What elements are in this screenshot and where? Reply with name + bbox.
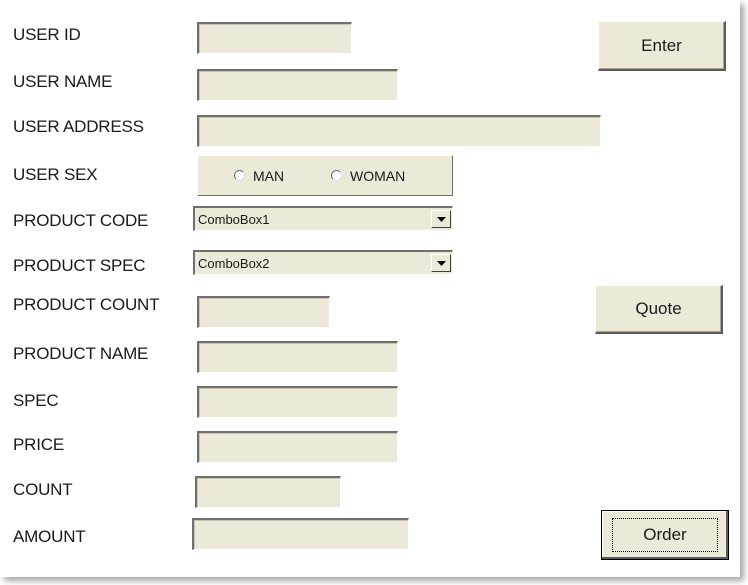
spec-field[interactable] xyxy=(197,386,398,418)
user-address-field[interactable] xyxy=(197,115,601,147)
chevron-down-icon xyxy=(436,216,446,222)
product-spec-combobox[interactable]: ComboBox2 xyxy=(193,250,453,275)
radio-man-circle-icon[interactable] xyxy=(234,170,245,181)
chevron-down-icon xyxy=(436,260,446,266)
product-code-dropdown-button[interactable] xyxy=(431,210,451,228)
product-name-field[interactable] xyxy=(197,341,398,373)
user-name-field[interactable] xyxy=(197,69,398,101)
product-count-field[interactable] xyxy=(197,296,330,328)
product-count-label: PRODUCT COUNT xyxy=(13,295,160,314)
amount-field[interactable] xyxy=(192,518,409,550)
order-form: USER ID USER NAME USER ADDRESS USER SEX … xyxy=(13,21,729,560)
user-id-field[interactable] xyxy=(197,22,352,54)
user-sex-label: USER SEX xyxy=(13,165,98,184)
user-name-label: USER NAME xyxy=(13,72,113,91)
product-name-label: PRODUCT NAME xyxy=(13,344,149,363)
user-id-label: USER ID xyxy=(13,25,81,44)
product-spec-dropdown-button[interactable] xyxy=(431,254,451,272)
count-field[interactable] xyxy=(195,476,341,508)
order-button[interactable]: Order xyxy=(601,510,729,560)
product-code-combobox[interactable]: ComboBox1 xyxy=(193,206,453,231)
radio-man[interactable]: MAN xyxy=(234,168,284,184)
spec-label: SPEC xyxy=(13,391,59,410)
user-sex-radio-group: MAN WOMAN xyxy=(197,155,453,196)
product-code-combobox-value: ComboBox1 xyxy=(198,211,270,227)
product-code-label: PRODUCT CODE xyxy=(13,211,149,230)
amount-label: AMOUNT xyxy=(13,527,86,546)
radio-woman-label: WOMAN xyxy=(350,167,406,184)
price-label: PRICE xyxy=(13,435,64,454)
order-button-label: Order xyxy=(612,518,718,552)
radio-woman-circle-icon[interactable] xyxy=(331,170,342,181)
quote-button[interactable]: Quote xyxy=(595,285,723,334)
enter-button[interactable]: Enter xyxy=(598,21,726,71)
radio-man-label: MAN xyxy=(253,167,285,184)
user-address-label: USER ADDRESS xyxy=(13,117,144,136)
radio-woman[interactable]: WOMAN xyxy=(331,168,405,184)
product-spec-label: PRODUCT SPEC xyxy=(13,256,146,275)
price-field[interactable] xyxy=(197,431,398,463)
count-label: COUNT xyxy=(13,480,73,499)
product-spec-combobox-value: ComboBox2 xyxy=(198,255,270,271)
